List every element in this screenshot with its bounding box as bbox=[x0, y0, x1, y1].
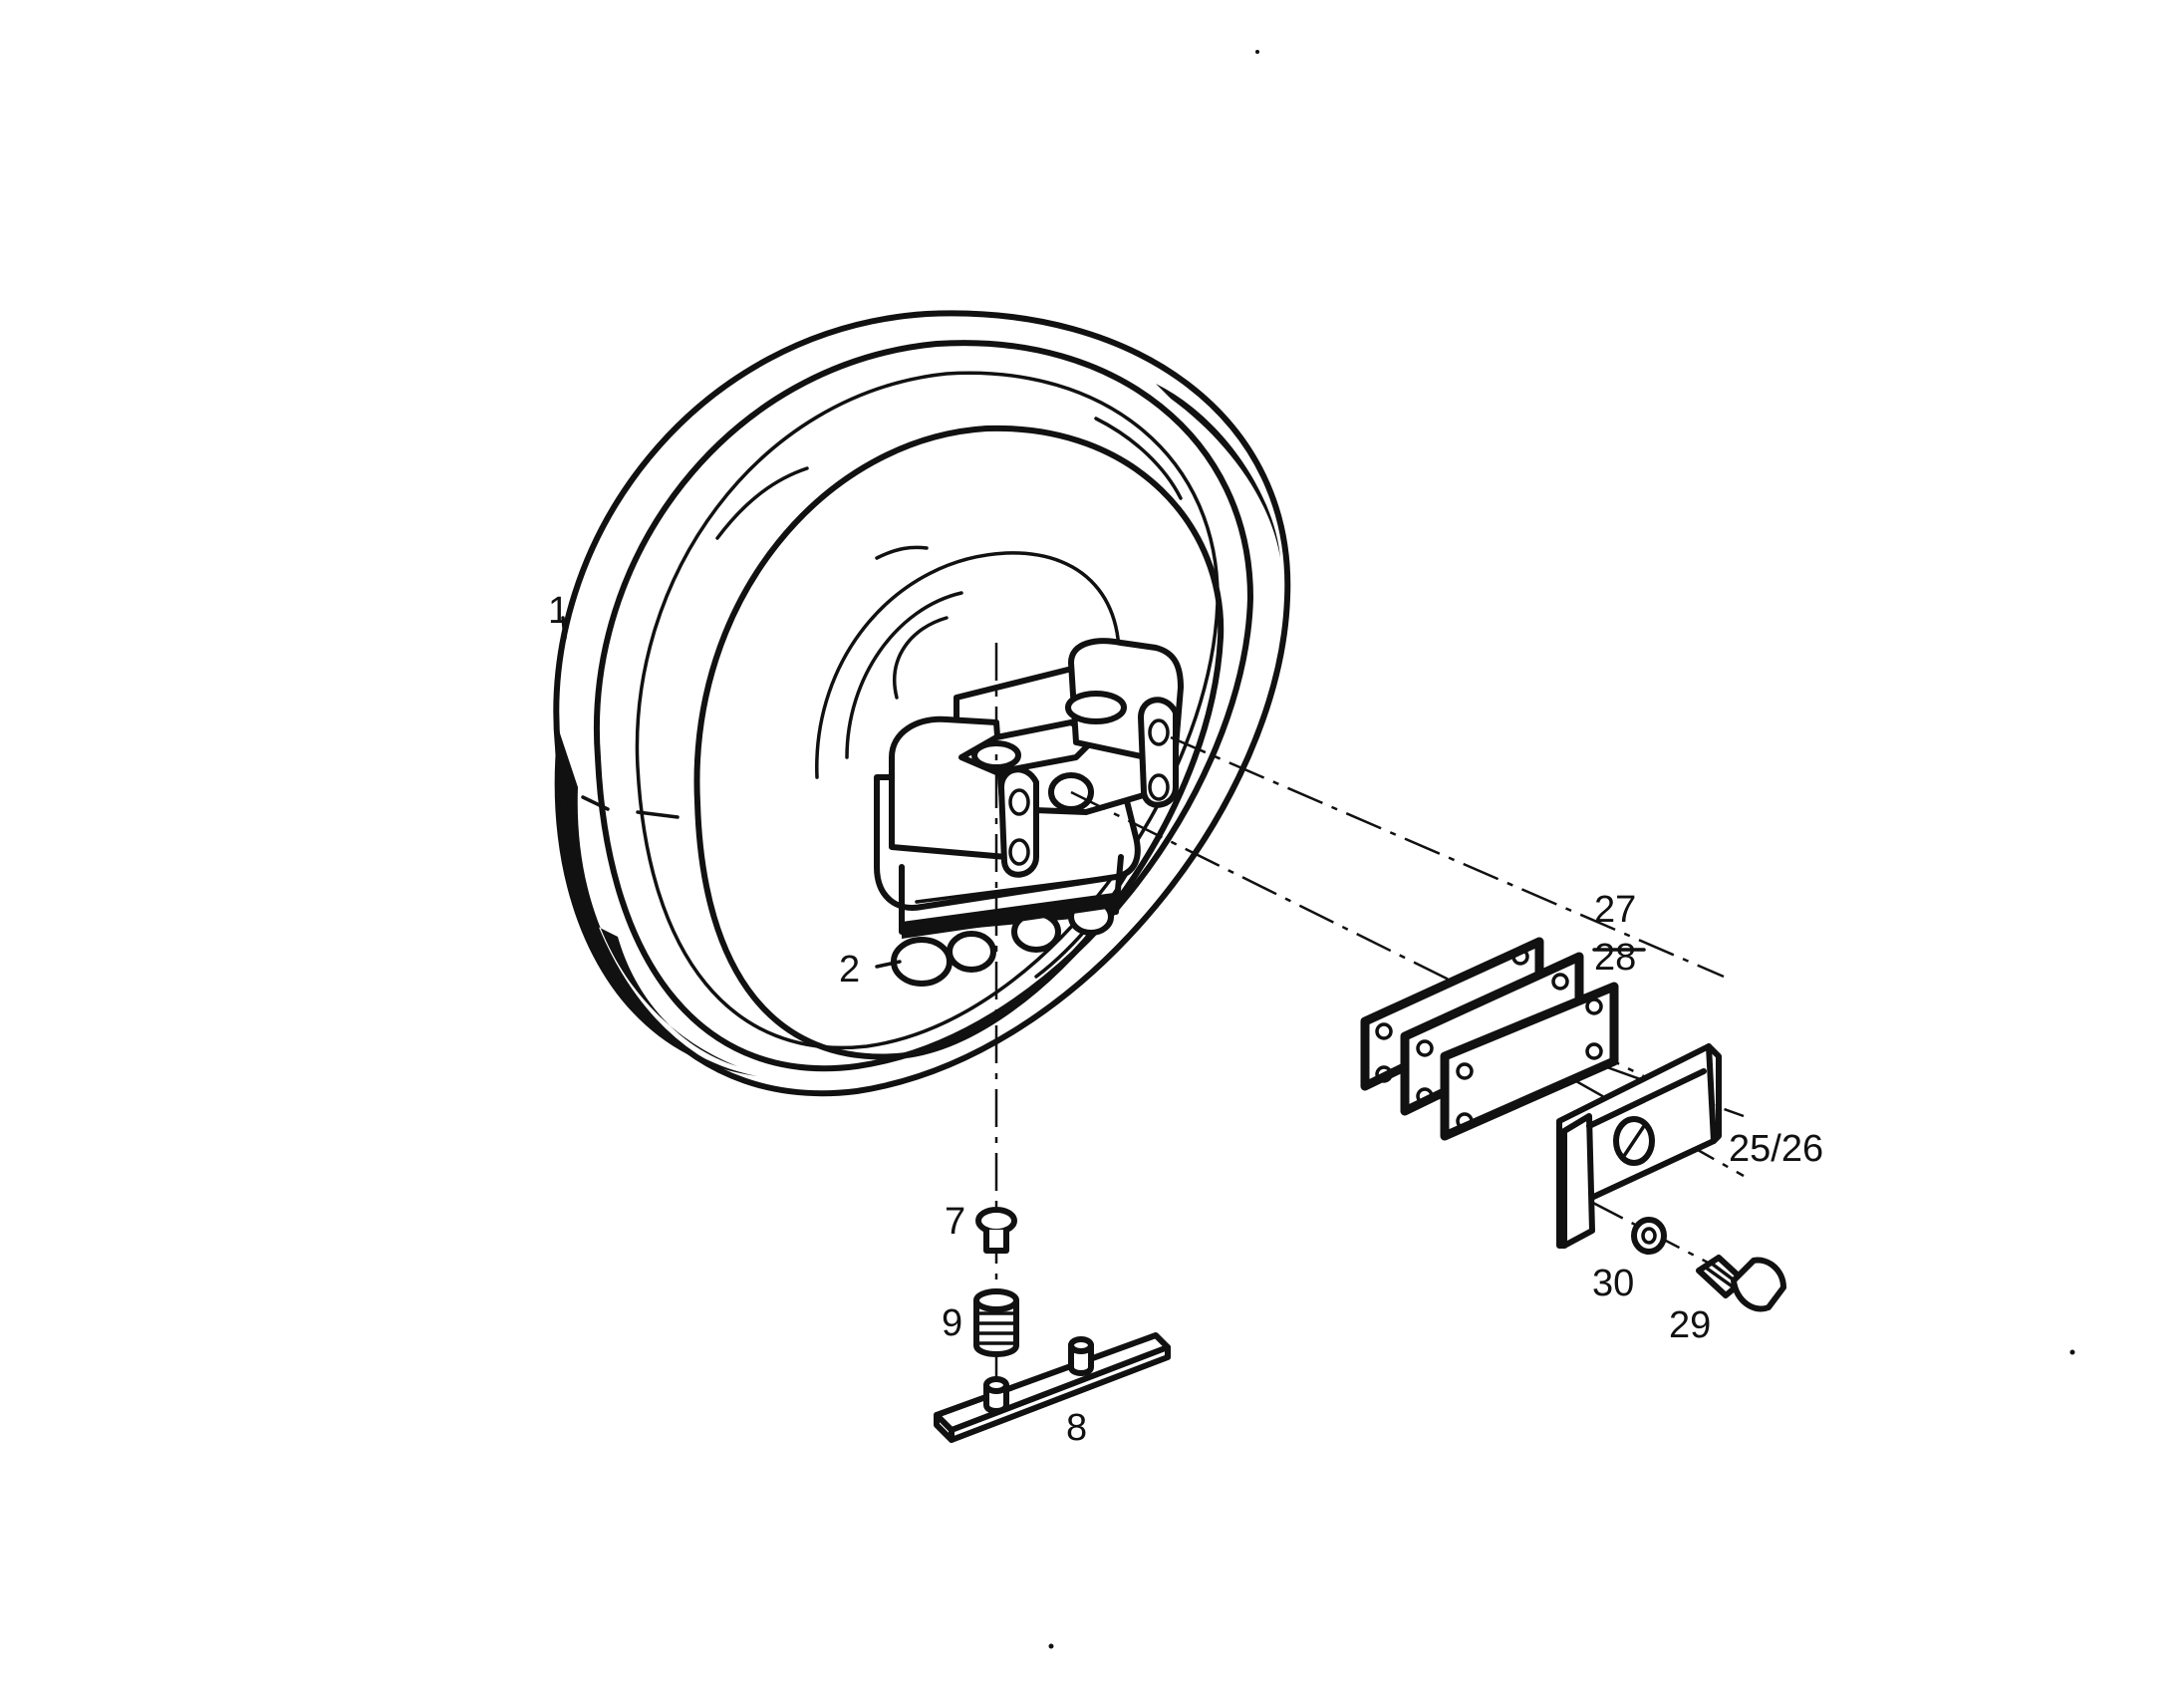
spring-sleeve bbox=[973, 1288, 1019, 1357]
callout-25-26: 25/26 bbox=[1729, 1128, 1823, 1170]
callout-2: 2 bbox=[839, 949, 860, 991]
idler-wheel bbox=[553, 310, 1291, 1097]
callout-28: 28 bbox=[1594, 937, 1636, 979]
shim-plate-front bbox=[1440, 982, 1619, 1141]
callout-30: 30 bbox=[1592, 1263, 1634, 1304]
shim-plates bbox=[1360, 937, 1619, 1141]
callout-8: 8 bbox=[1066, 1407, 1087, 1449]
wheel-inner-face bbox=[693, 425, 1225, 1060]
leader-lines bbox=[561, 616, 1646, 969]
callout-29: 29 bbox=[1669, 1304, 1711, 1346]
callout-1: 1 bbox=[548, 590, 569, 632]
callout-27: 27 bbox=[1594, 889, 1636, 931]
washer bbox=[1631, 1217, 1667, 1255]
guide-plate bbox=[934, 1332, 1171, 1443]
adjusting-plate bbox=[1556, 1043, 1722, 1249]
bolt bbox=[1696, 1255, 1786, 1312]
grease-fitting bbox=[975, 1207, 1017, 1254]
callout-9: 9 bbox=[942, 1302, 962, 1344]
wheel-outer-rim bbox=[553, 310, 1291, 1097]
callout-7: 7 bbox=[945, 1201, 965, 1243]
